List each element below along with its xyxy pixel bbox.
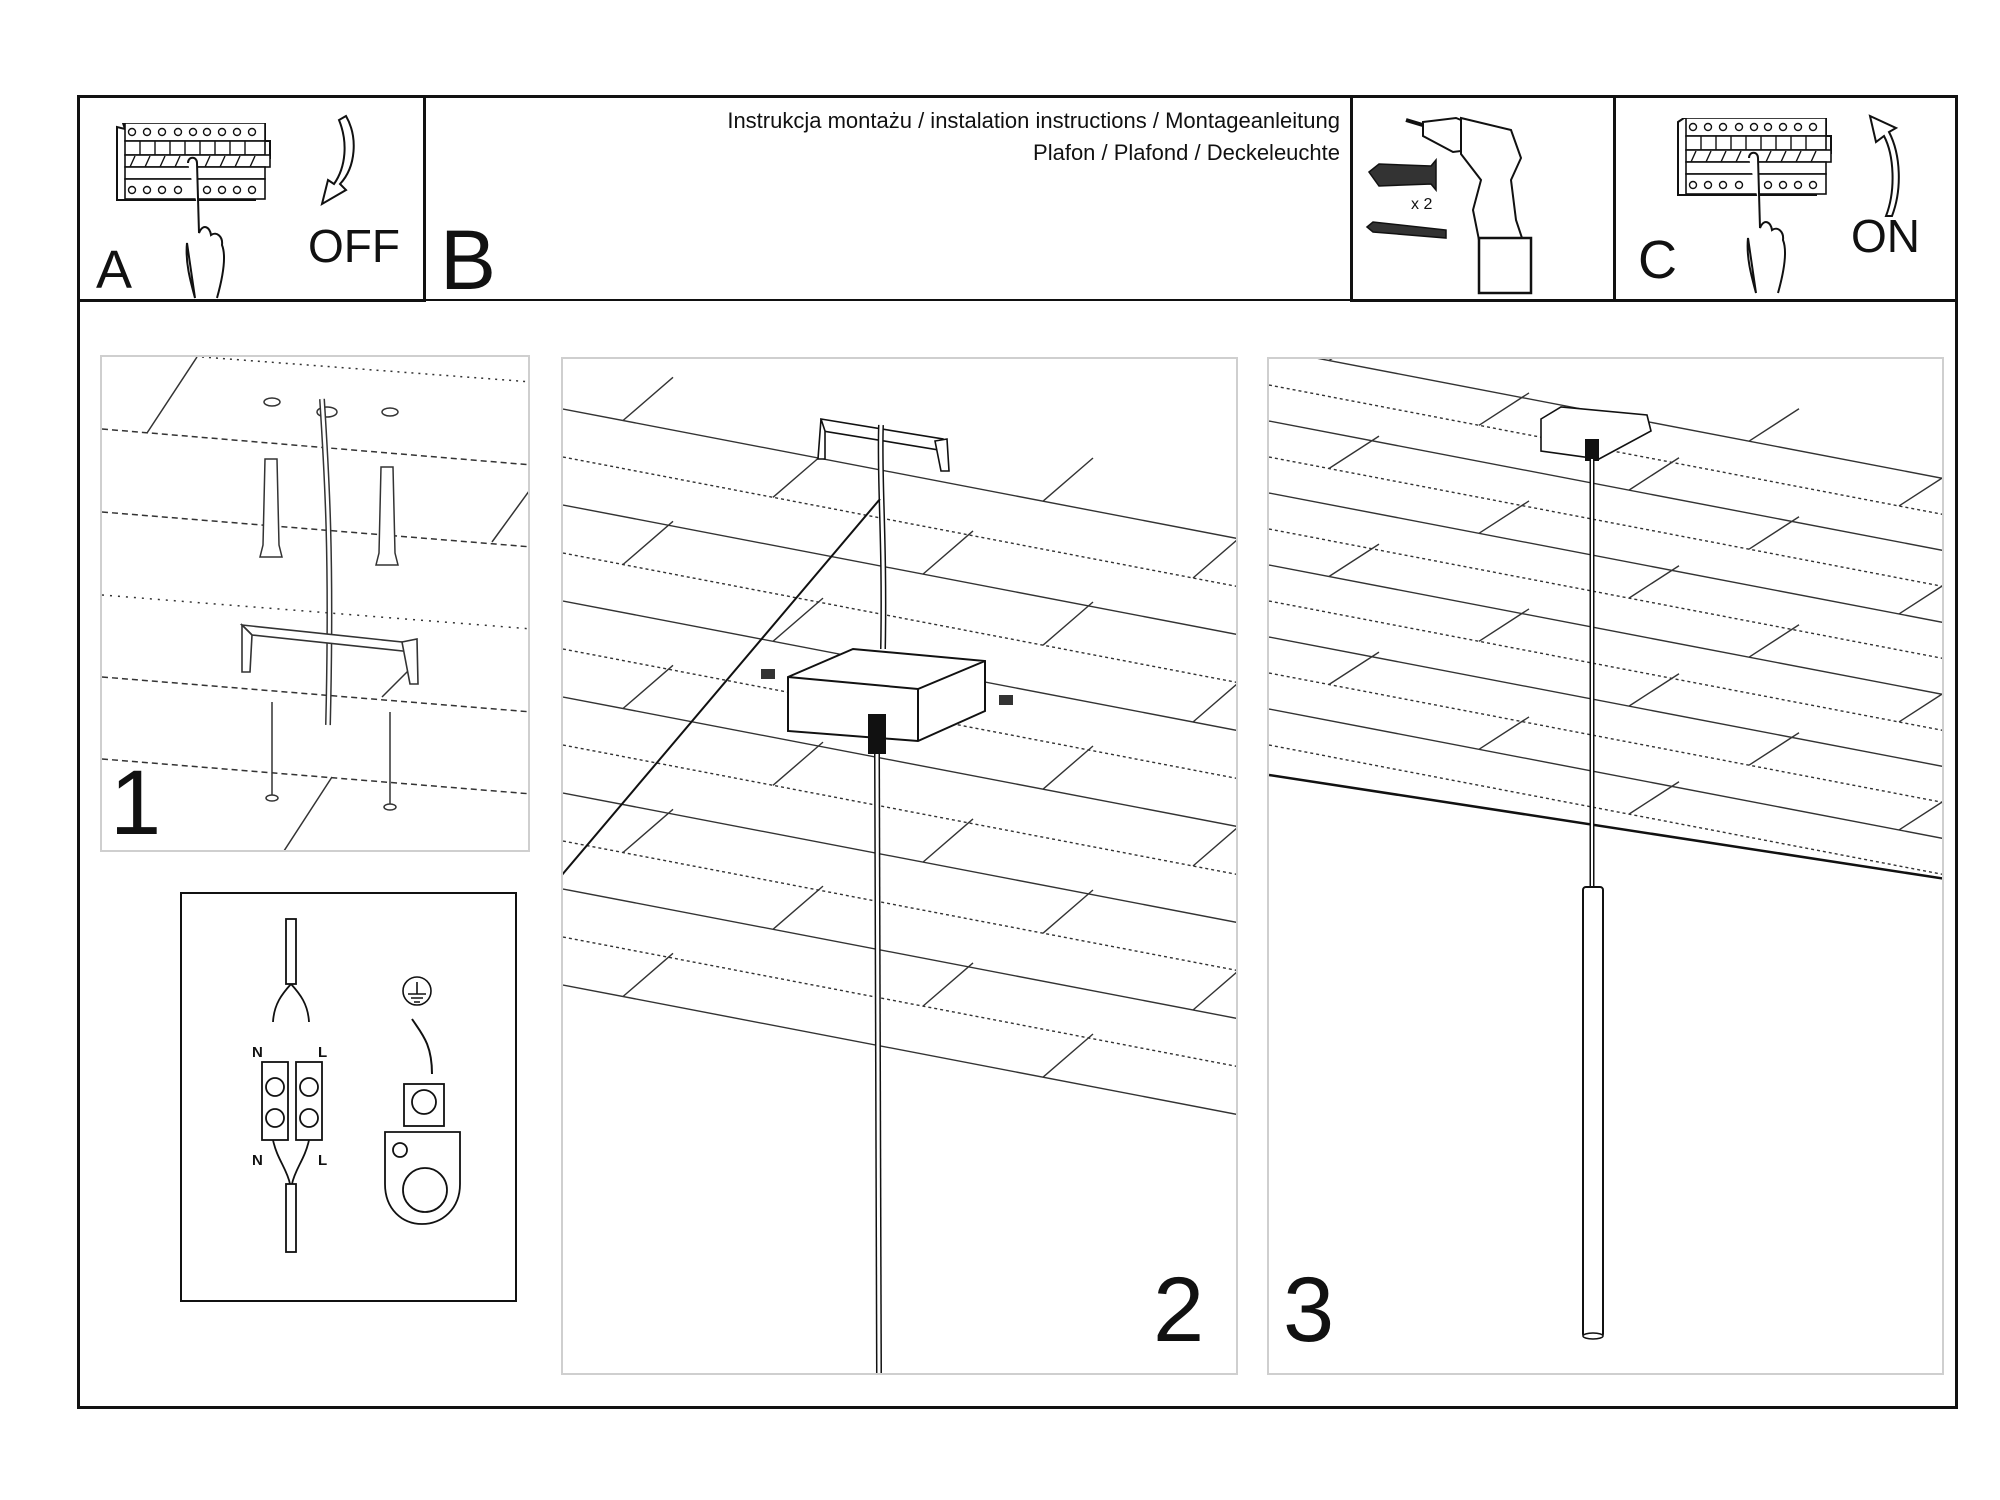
step-3-panel: 3 [1267,357,1944,1375]
step-a-power-off: A OFF [77,95,426,302]
hand-pointer-icon [1746,151,1787,294]
document-subtitle: Plafon / Plafond / Deckeleuchte [1033,140,1340,165]
breaker-panel-icon [1677,118,1832,294]
power-off-label: OFF [308,220,400,272]
document-title: Instrukcja montażu / instalation instruc… [727,108,1340,133]
screw-icon [1365,221,1447,239]
step-c-letter: C [1638,230,1677,290]
live-in-label: L [318,1044,328,1061]
quantity-label: x 2 [1411,196,1433,213]
pendant-tube-icon [1582,886,1604,1340]
neutral-out-label: N [252,1152,263,1169]
step-2-number: 2 [1153,1259,1205,1361]
step-3-number: 3 [1283,1259,1335,1361]
page-frame [77,95,1958,1409]
canopy-icon [787,647,986,743]
step-1-panel: 1 [100,355,530,852]
canopy-icon [1540,406,1652,460]
breaker-panel-icon [116,123,271,299]
drill-icon [1365,116,1533,295]
mounting-bracket-icon [239,623,419,685]
ceiling-icon [102,357,528,850]
header-divider [77,299,1958,301]
wiring-detail-inset: N L N L [180,892,517,1302]
terminal-block-icon [261,918,461,1253]
arrow-down-curved-icon [320,114,355,207]
required-tools: x 2 [1350,95,1616,302]
ground-icon [402,976,432,1006]
wall-plug-icon [1367,157,1437,193]
section-b-label: B [440,213,497,307]
step-2-panel: 2 [561,357,1238,1375]
step-1-number: 1 [110,752,162,852]
screw-icon [265,702,397,811]
step-c-power-on: C ON [1613,95,1958,302]
step-a-letter: A [96,240,133,300]
live-out-label: L [318,1152,328,1169]
power-on-label: ON [1851,210,1920,262]
cable-icon [319,398,333,726]
hand-pointer-icon [185,156,226,299]
arrow-up-curved-icon [1868,114,1900,217]
wall-plug-icon [259,458,399,566]
cable-icon [877,424,887,650]
ceiling-icon [1269,359,1942,1340]
ceiling-icon [563,376,1236,1373]
neutral-in-label: N [252,1044,263,1061]
